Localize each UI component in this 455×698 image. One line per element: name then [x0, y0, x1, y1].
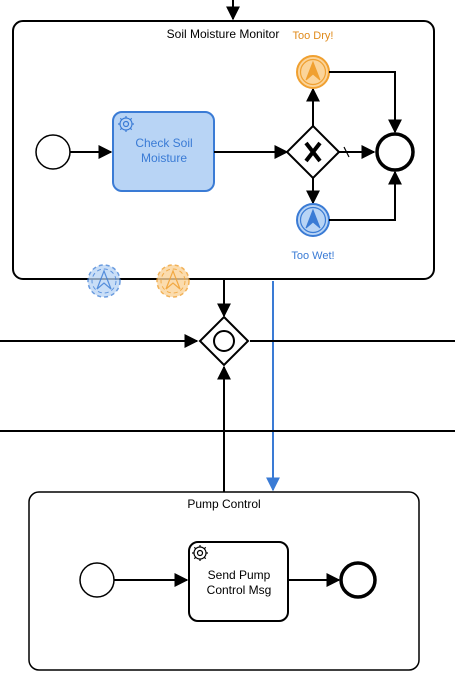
gear-icon — [192, 545, 208, 561]
end-event-top[interactable] — [375, 132, 415, 172]
too-dry-event-inner — [299, 58, 327, 86]
default-flow-marker — [343, 146, 350, 158]
soil-moisture-monitor-subprocess[interactable] — [12, 20, 435, 280]
x-icon — [304, 141, 322, 163]
send-pump-control-task[interactable] — [188, 541, 289, 622]
too-wet-label: Too Wet! — [291, 250, 334, 262]
gateway-inner-circle — [213, 330, 235, 352]
too-wet-event-inner — [299, 206, 327, 234]
check-task-label-2: Moisture — [141, 151, 187, 165]
send-task-label-2: Control Msg — [207, 583, 272, 597]
flow-too-dry-to-end — [329, 71, 402, 134]
send-task-label-1: Send Pump — [208, 568, 271, 582]
start-event-bottom[interactable] — [79, 562, 115, 598]
check-task-label-1: Check Soil — [135, 136, 192, 150]
gear-icon — [118, 116, 134, 132]
escalation-icon-blue — [305, 208, 321, 229]
subprocess-bottom-title: Pump Control — [187, 497, 260, 511]
escalation-icon-boundary-orange — [165, 269, 181, 290]
boundary-event-blue-inner — [91, 268, 117, 294]
flow-too-wet-to-end — [329, 170, 402, 221]
escalation-icon-boundary-blue — [96, 269, 112, 290]
boundary-event-orange[interactable] — [156, 264, 190, 298]
subprocess-top-title: Soil Moisture Monitor — [167, 27, 280, 41]
boundary-event-orange-inner — [160, 268, 186, 294]
boundary-event-blue[interactable] — [87, 264, 121, 298]
start-event-top[interactable] — [35, 134, 71, 170]
escalation-icon-orange — [305, 60, 321, 81]
too-dry-label: Too Dry! — [293, 30, 334, 42]
end-event-bottom[interactable] — [339, 561, 377, 599]
